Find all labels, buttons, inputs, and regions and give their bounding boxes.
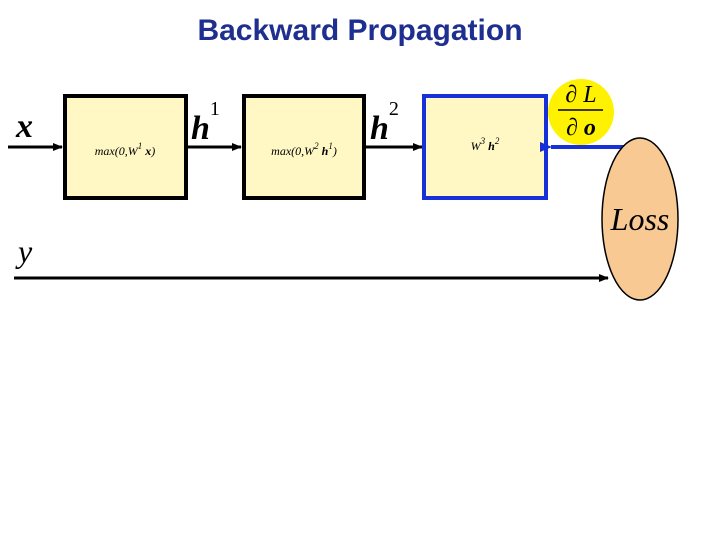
loss-node: [601, 137, 679, 301]
layer2-formula: max(0,W2 h1): [271, 141, 337, 158]
x-label: x: [15, 108, 33, 145]
gradient-numerator: ∂ L: [565, 82, 596, 108]
page-title: Backward Propagation: [197, 14, 523, 47]
y-label: y: [15, 233, 33, 269]
h1-label: h1: [191, 98, 220, 147]
layer1-box: [63, 94, 188, 200]
layer3-formula: W3 h2: [471, 136, 500, 153]
loss-label: Loss: [610, 201, 670, 237]
layer1-formula: max(0,W1 x): [95, 141, 155, 158]
gradient-circle: [548, 79, 614, 145]
h2-label: h2: [370, 98, 399, 147]
gradient-denominator: ∂ o: [566, 115, 596, 141]
